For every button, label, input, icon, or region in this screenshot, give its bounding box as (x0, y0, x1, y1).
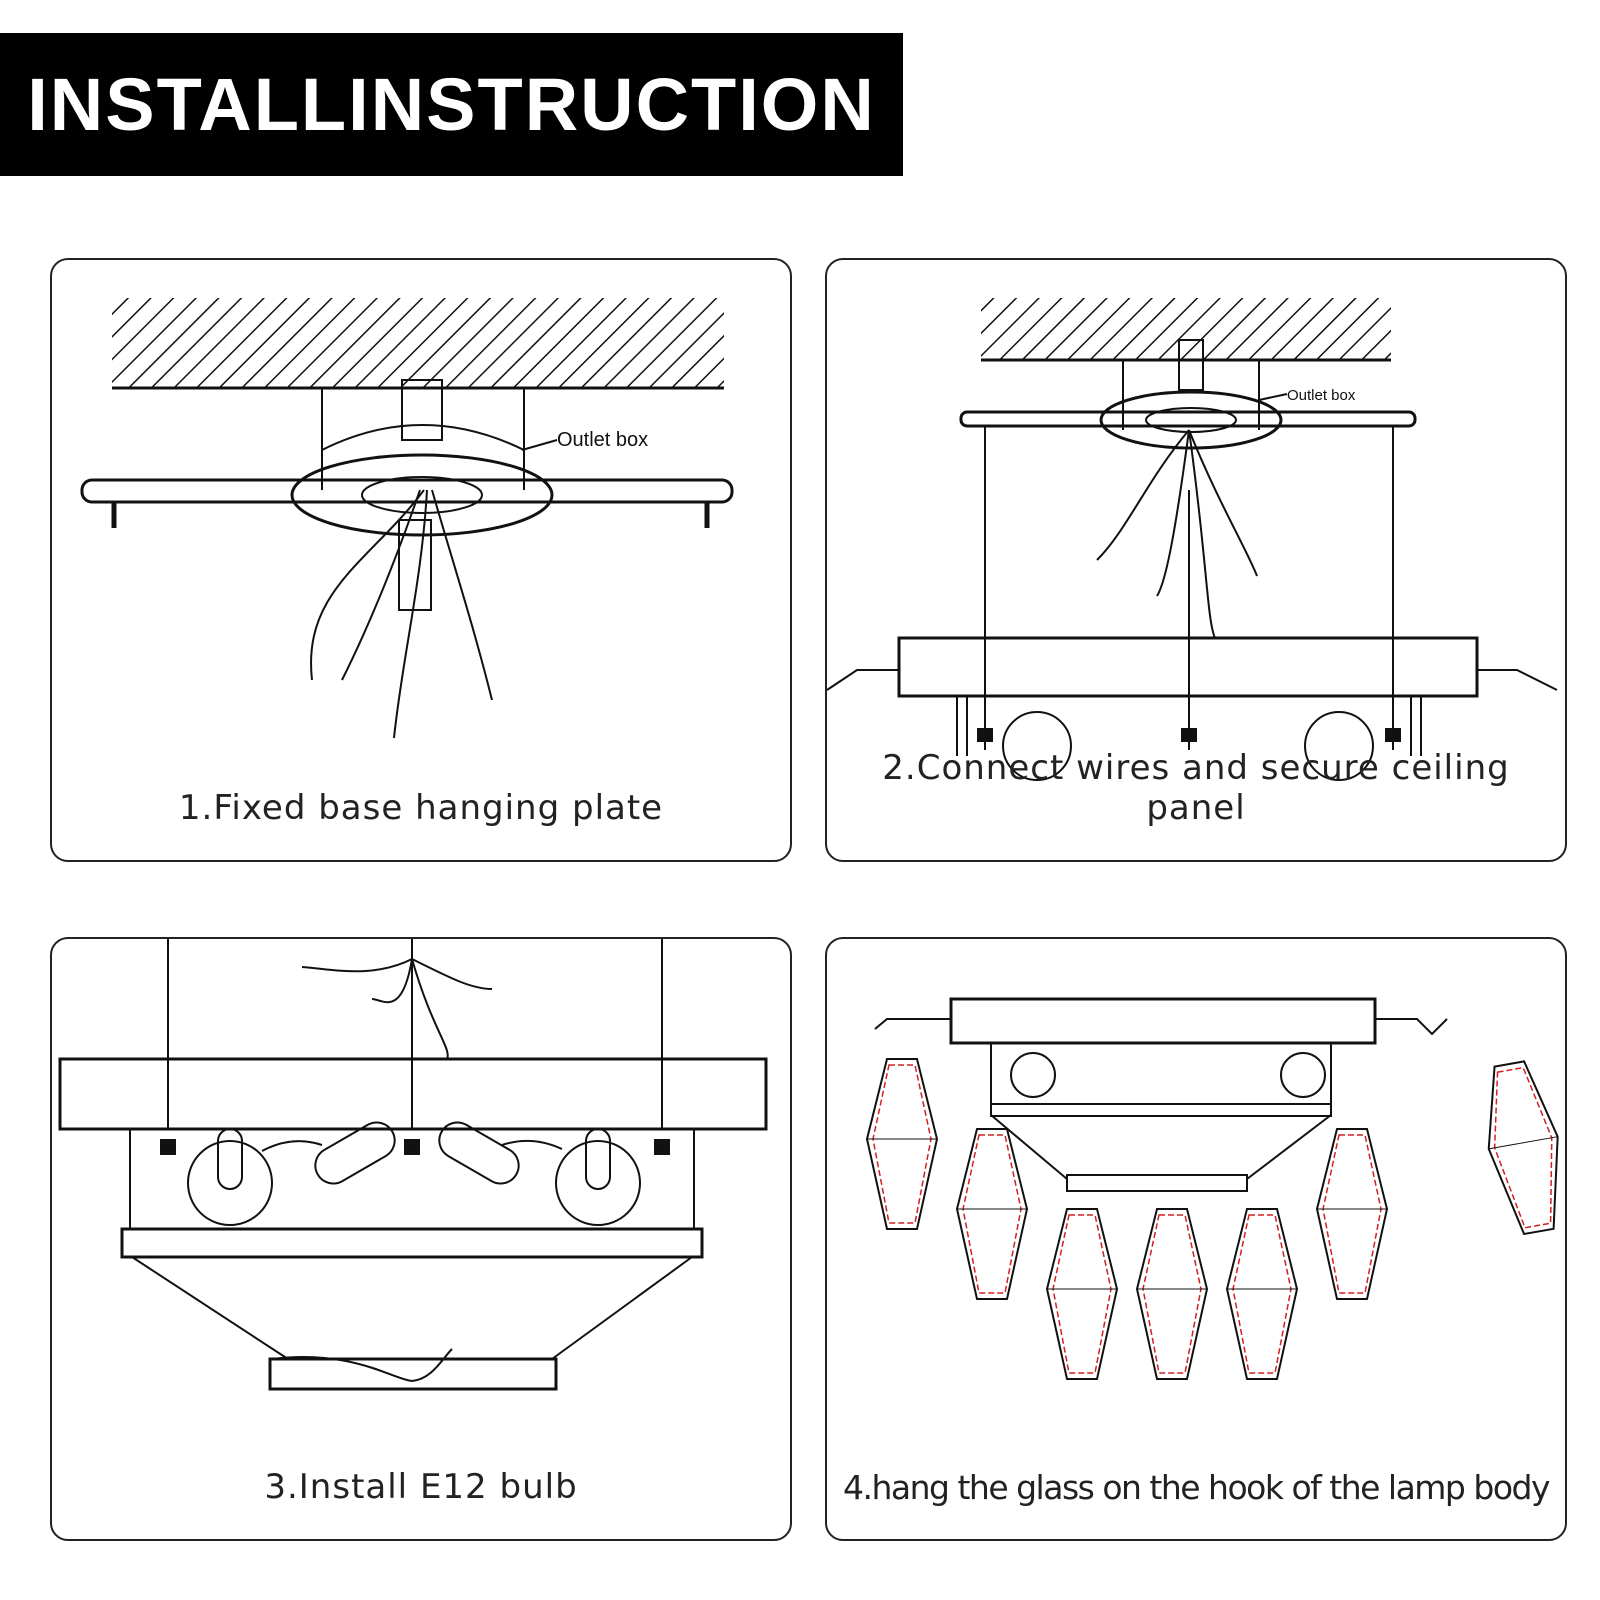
step-4-panel: 4.hang the glass on the hook of the lamp… (825, 937, 1567, 1541)
step-2-panel: Outlet box 2.Connect wires and secure ce… (825, 258, 1567, 862)
title-banner: INSTALLINSTRUCTION (0, 33, 903, 176)
hang-glass-illustration (865, 997, 1565, 1380)
install-bulb-illustration (58, 939, 768, 1391)
glass-shade-icon (865, 1058, 939, 1230)
step-3-panel: 3.Install E12 bulb (50, 937, 792, 1541)
page-title: INSTALLINSTRUCTION (27, 63, 876, 146)
step-2-caption: 2.Connect wires and secure ceiling panel (882, 748, 1510, 828)
outlet-box-label: Outlet box (1287, 387, 1356, 404)
step-1-caption: 1.Fixed base hanging plate (178, 788, 664, 828)
outlet-box-label: Outlet box (557, 429, 648, 451)
bulb-icon (314, 1121, 396, 1185)
bulb-icon (438, 1121, 520, 1185)
step-3-caption: 3.Install E12 bulb (264, 1467, 578, 1507)
step-1-panel: Outlet box 1.Fixed base hanging plate (50, 258, 792, 862)
base-plate-illustration: Outlet box (80, 298, 734, 739)
connect-wires-illustration: Outlet box (827, 298, 1558, 781)
step-4-caption: 4.hang the glass on the hook of the lamp… (842, 1468, 1551, 1507)
